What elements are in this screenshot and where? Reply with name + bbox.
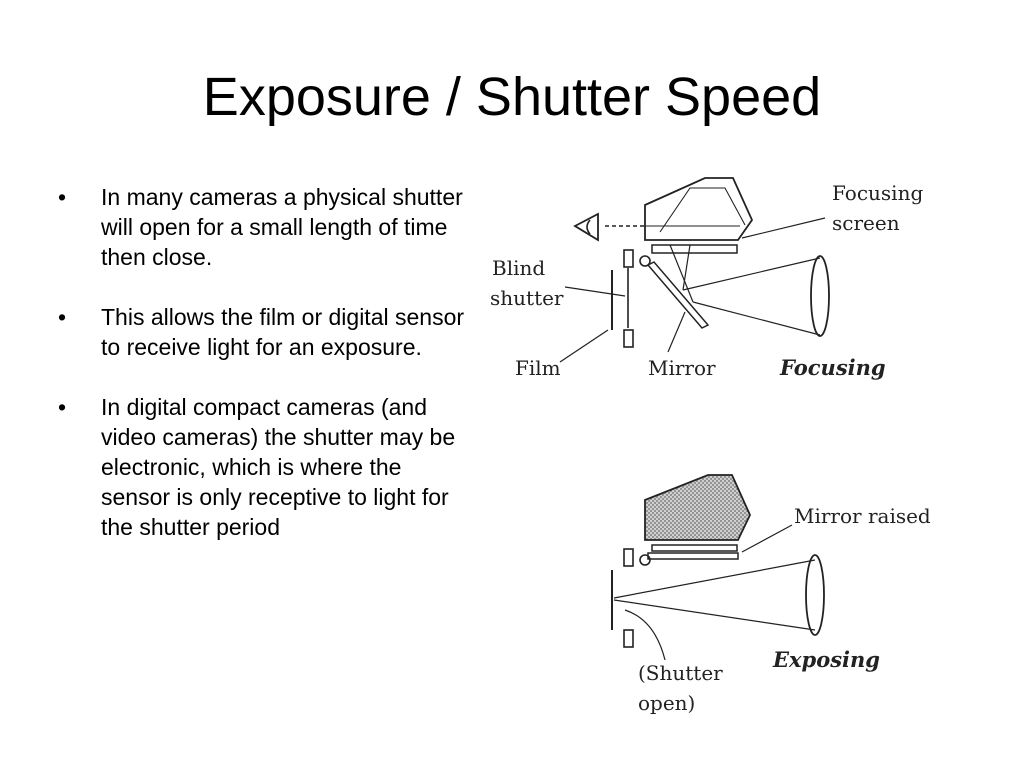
light-ray-up xyxy=(682,244,691,291)
mirror-pointer xyxy=(667,311,686,353)
lens xyxy=(810,255,830,337)
focusing-screen-label: screen xyxy=(832,211,900,235)
shutter-block-bottom xyxy=(623,329,634,348)
bullet-text: In many cameras a physical shutter will … xyxy=(101,184,463,270)
shutter-open-label: open) xyxy=(638,691,695,715)
bullet-text: In digital compact cameras (and video ca… xyxy=(101,394,456,540)
shutter-block-bottom xyxy=(623,629,634,648)
bullet-dot: • xyxy=(58,394,67,420)
blind-shutter-pointer xyxy=(564,286,626,297)
light-ray xyxy=(613,559,816,599)
focusing-screen-pointer xyxy=(741,217,826,239)
exposing-diagram xyxy=(611,474,825,661)
focusing-screen-plate xyxy=(651,244,738,254)
light-ray-up xyxy=(669,244,694,303)
bullet-item: • In digital compact cameras (and video … xyxy=(58,392,468,542)
light-ray xyxy=(692,301,821,336)
camera-diagram: Focusing screen Blind shutter Film Mirro… xyxy=(490,177,931,715)
slide-title: Exposure / Shutter Speed xyxy=(202,67,822,127)
mirror-label: Mirror xyxy=(648,356,716,380)
mirror-pivot xyxy=(639,554,651,566)
bullet-item: • In many cameras a physical shutter wil… xyxy=(58,182,468,272)
bullet-list: • In many cameras a physical shutter wil… xyxy=(58,182,468,572)
bullet-item: • This allows the film or digital sensor… xyxy=(58,302,468,362)
mirror-raised-pointer xyxy=(741,524,793,553)
shutter-block-top xyxy=(623,548,634,567)
bullet-text: This allows the film or digital sensor t… xyxy=(101,304,465,360)
film-label: Film xyxy=(515,356,561,380)
focusing-diagram xyxy=(559,177,830,363)
blind-shutter-label: Blind xyxy=(492,256,545,280)
bullet-dot: • xyxy=(58,184,67,210)
focusing-screen-label: Focusing xyxy=(832,181,923,205)
mirror xyxy=(646,261,710,329)
raised-mirror xyxy=(647,552,739,560)
pentaprism xyxy=(644,177,754,241)
shutter-open-label: (Shutter xyxy=(638,661,723,685)
mirror-raised-label: Mirror raised xyxy=(794,504,931,528)
mirror-pivot xyxy=(639,255,651,267)
shutter-block-top xyxy=(623,249,634,268)
bullet-dot: • xyxy=(58,304,67,330)
focusing-screen-plate xyxy=(651,544,738,552)
light-ray xyxy=(682,257,821,291)
focusing-caption: Focusing xyxy=(779,355,886,380)
shutter-open-pointer xyxy=(624,609,666,661)
eye-icon xyxy=(573,212,599,242)
film-pointer xyxy=(559,329,609,363)
blind-shutter-label: shutter xyxy=(490,286,564,310)
lens xyxy=(805,554,825,636)
exposing-caption: Exposing xyxy=(772,647,880,672)
prism-ray xyxy=(659,187,746,233)
light-ray xyxy=(613,599,816,631)
pentaprism-shaded xyxy=(644,474,751,541)
